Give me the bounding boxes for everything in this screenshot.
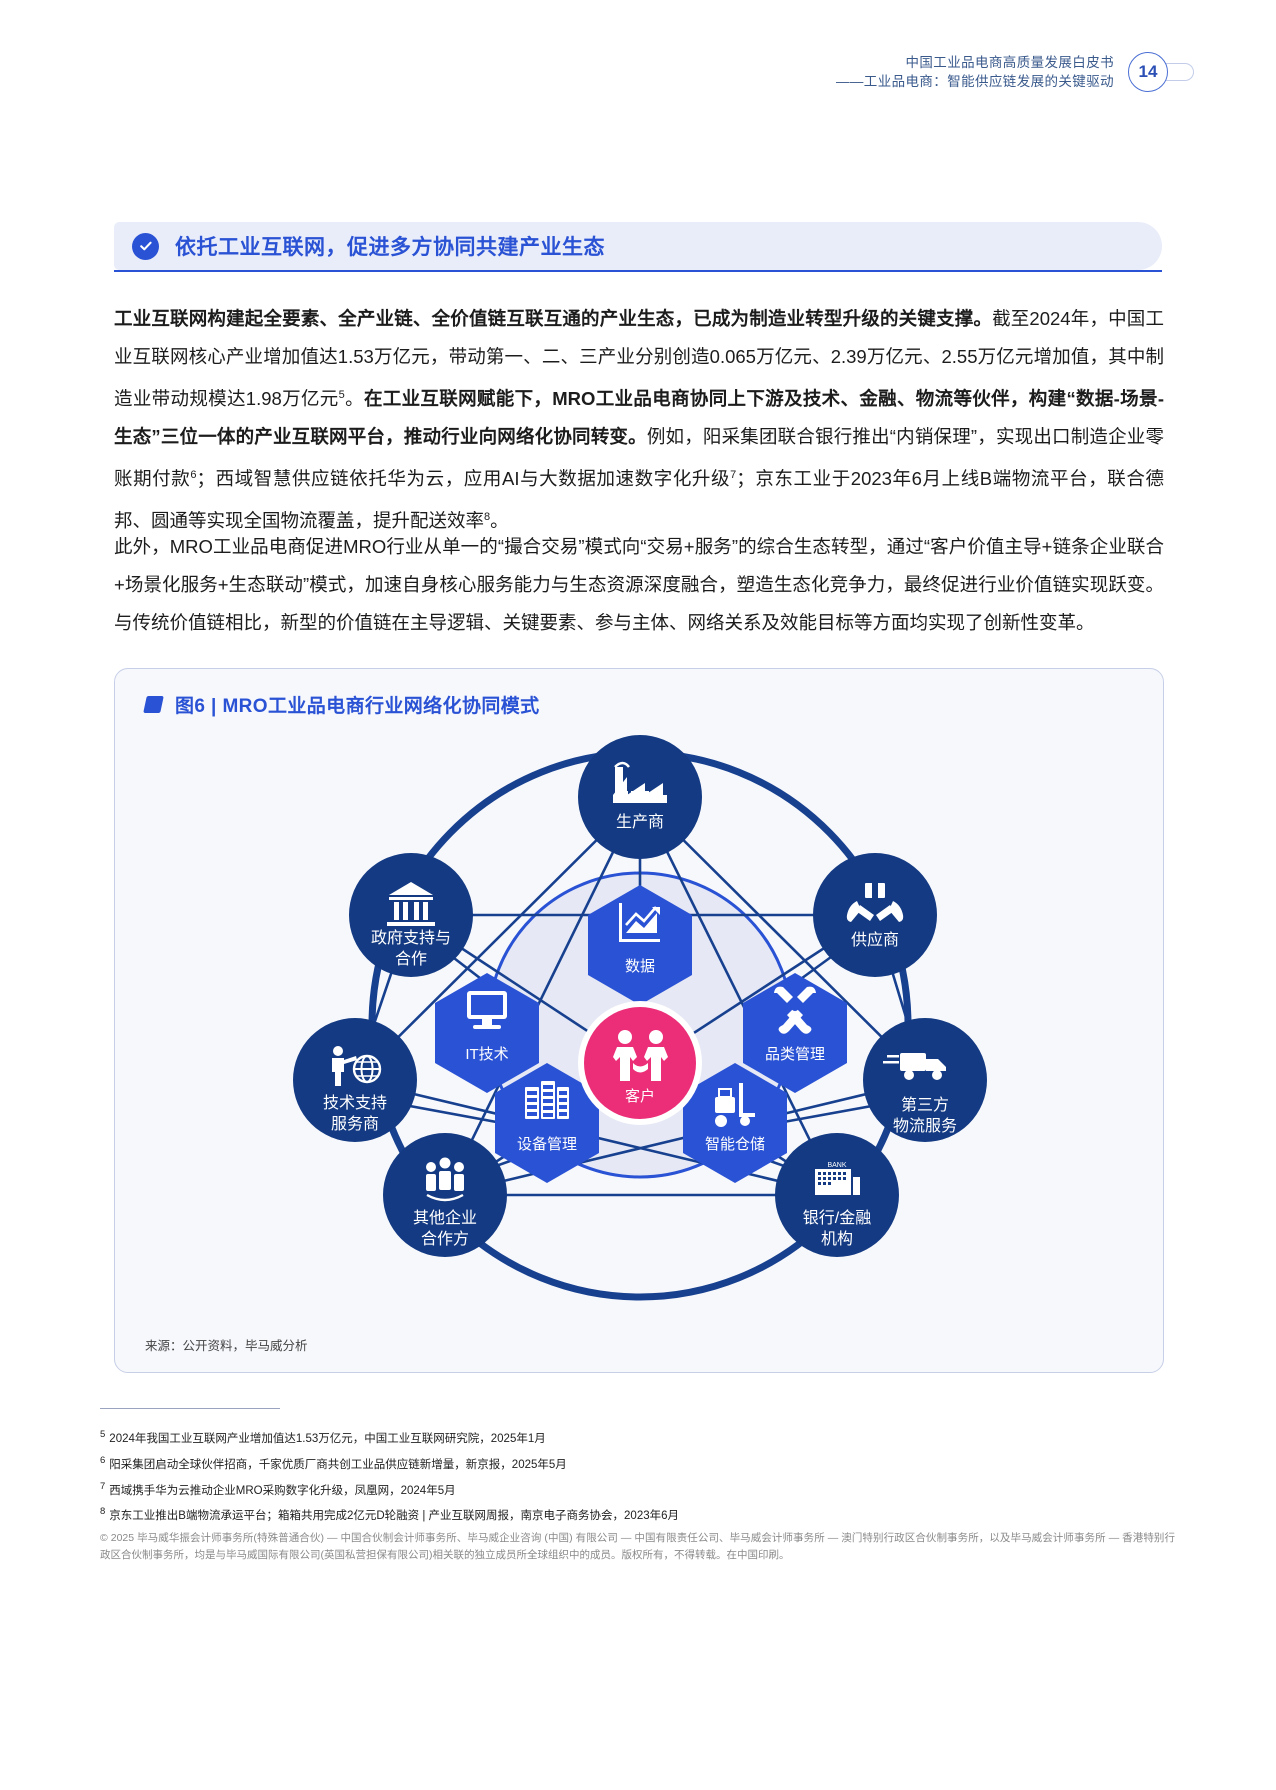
outer-node-label: 政府支持与: [371, 929, 451, 947]
truck-icon: [883, 1053, 946, 1080]
footnote-text: 京东工业推出B端物流承运平台；箱箱共用完成2亿元D轮融资 | 产业互联网周报，南…: [109, 1510, 680, 1523]
inner-node-data: 数据: [588, 885, 692, 1005]
footnote-number: 8: [100, 1506, 106, 1518]
section-heading: 依托工业互联网，促进多方协同共建产业生态: [114, 222, 1162, 270]
section-heading-label: 依托工业互联网，促进多方协同共建产业生态: [175, 236, 605, 259]
outer-node-label: 合作方: [421, 1230, 469, 1248]
outer-node-label: 合作: [395, 950, 427, 968]
svg-text:BANK: BANK: [827, 1162, 846, 1169]
inner-node-it-tech: IT技术: [435, 973, 539, 1093]
figure-card: 图6 | MRO工业品电商行业网络化协同模式 .ol { stroke:#174…: [114, 668, 1164, 1373]
inner-node-label: 智能仓储: [705, 1135, 765, 1153]
inner-node-label: 品类管理: [765, 1046, 825, 1063]
outer-node-label: 技术支持: [323, 1094, 387, 1112]
page-header: 中国工业品电商高质量发展白皮书 ——工业品电商：智能供应链发展的关键驱动 14: [836, 52, 1194, 92]
p1-text-e: ；京东工业于2023年6月上线B端物流平台，联合德邦、圆通等实现全国物流覆盖，提…: [114, 468, 1164, 532]
p1-text-f: 。: [490, 510, 509, 532]
inner-node-smart-warehouse: 智能仓储: [683, 1063, 787, 1183]
footnote-number: 7: [100, 1480, 106, 1492]
center-node-customer: 客户: [578, 1001, 702, 1125]
footnote-text: 阳采集团启动全球伙伴招商，千家优质厂商共创工业品供应链新增量，新京报，2025年…: [109, 1458, 567, 1471]
hands-box-icon: [846, 883, 904, 922]
outer-node-bank-finance: BANK 银行/金融 机构: [775, 1133, 899, 1257]
paragraph-1: 工业互联网构建起全要素、全产业链、全价值链互联互通的产业生态，已成为制造业转型升…: [114, 300, 1164, 540]
inner-node-label: IT技术: [465, 1046, 508, 1063]
footnote-text: 2024年我国工业互联网产业增加值达1.53万亿元，中国工业互联网研究院，202…: [109, 1432, 546, 1445]
person-globe-icon: [332, 1046, 382, 1086]
network-diagram: .ol { stroke:#17408f; fill:none; } .oc {…: [293, 735, 987, 1301]
header-title-line2: ——工业品电商：智能供应链发展的关键驱动: [836, 74, 1114, 89]
footnote-number: 6: [100, 1454, 106, 1466]
tools-icon: [774, 986, 816, 1034]
people-group-icon: [426, 1157, 464, 1202]
figure-source: 来源：公开资料，毕马威分析: [145, 1339, 308, 1353]
outer-node-producer: 生产商: [578, 735, 702, 859]
page-number-badge-wrap: 14: [1128, 52, 1194, 92]
handshake-icon: [613, 1030, 668, 1081]
outer-node-label: 生产商: [616, 813, 664, 831]
paragraph-2: 此外，MRO工业品电商促进MRO行业从单一的“撮合交易”模式向“交易+服务”的综…: [114, 536, 1164, 633]
government-bank-icon: [387, 882, 435, 926]
bank-icon: BANK: [815, 1162, 860, 1195]
diamond-marker-icon: [143, 696, 164, 713]
outer-node-supplier: 供应商: [813, 853, 937, 977]
outer-node-label: 服务商: [331, 1115, 379, 1133]
section-heading-rule: [114, 270, 1162, 272]
header-title-line1: 中国工业品电商高质量发展白皮书: [905, 54, 1114, 70]
p1-text-d: ；西域智慧供应链依托华为云，应用AI与大数据加速数字化升级: [196, 468, 731, 490]
inner-node-equipment-mgmt: 设备管理: [495, 1063, 599, 1183]
footnote-text: 西域携手华为云推动企业MRO采购数字化升级，凤凰网，2024年5月: [109, 1484, 456, 1497]
inner-node-label: 数据: [625, 958, 655, 975]
outer-node-label: 机构: [821, 1230, 853, 1248]
outer-node-government: 政府支持与 合作: [349, 853, 473, 977]
p1-footnote-ref-8: 8: [484, 511, 491, 524]
outer-node-other-partners: 其他企业 合作方: [383, 1133, 507, 1257]
center-node-label: 客户: [625, 1088, 655, 1105]
outer-node-label: 供应商: [851, 930, 899, 949]
footnote-divider: [100, 1408, 280, 1409]
check-circle-icon: [132, 232, 159, 260]
inner-node-category-mgmt: 品类管理: [743, 973, 847, 1093]
p1-bold-lead: 工业互联网构建起全要素、全产业链、全价值链互联互通的产业生态，已成为制造业转型升…: [114, 308, 993, 329]
p1-footnote-ref-5: 5: [338, 389, 345, 401]
page-number-badge: 14: [1128, 52, 1168, 92]
outer-node-tech-support: 技术支持 服务商: [293, 1018, 417, 1142]
header-title-block: 中国工业品电商高质量发展白皮书 ——工业品电商：智能供应链发展的关键驱动: [836, 53, 1114, 91]
chart-line-icon: [619, 903, 660, 942]
factory-icon: [613, 761, 667, 803]
forklift-icon: [715, 1083, 755, 1127]
server-rack-icon: [525, 1081, 569, 1119]
figure-title: 图6 | MRO工业品电商行业网络化协同模式: [143, 691, 540, 718]
p1-text-c: 例如，阳采集团联合银行推出“内销保理”，实现出口制造企业零账期付款: [114, 426, 1164, 490]
p1-bold-mid: 在工业互联网赋能下，MRO工业品电商协同上下游及技术、金融、物流等伙伴，构建“数…: [114, 388, 1164, 448]
outer-node-label: 物流服务: [893, 1117, 957, 1135]
outer-node-third-party-logistics: 第三方 物流服务: [863, 1018, 987, 1142]
inner-node-label: 设备管理: [517, 1136, 577, 1153]
p1-text-a: 截至2024年，中国工业互联网核心产业增加值达1.53万亿元，带动第一、二、三产…: [114, 308, 1164, 410]
page-badge-tail: [1164, 63, 1194, 81]
outer-node-label: 银行/金融: [803, 1209, 871, 1227]
figure-title-label: 图6 | MRO工业品电商行业网络化协同模式: [175, 696, 540, 717]
copyright-notice: © 2025 毕马威华振会计师事务所(特殊普通合伙) — 中国合伙制会计师事务所…: [100, 1532, 1175, 1561]
monitor-icon: [467, 991, 507, 1029]
footnote-number: 5: [100, 1429, 106, 1440]
outer-node-label: 其他企业: [413, 1209, 477, 1227]
p1-footnote-ref-6: 6: [190, 469, 197, 482]
p1-text-b: 。: [344, 388, 364, 410]
p1-footnote-ref-7: 7: [730, 469, 737, 482]
outer-node-label: 第三方: [901, 1096, 949, 1114]
